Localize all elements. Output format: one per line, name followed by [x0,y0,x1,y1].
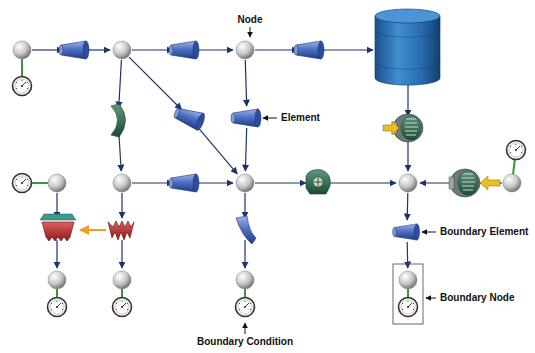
flow-line [244,240,245,268]
flow-line [255,49,298,50]
flow-line [121,240,122,268]
boundary-frame [393,264,423,324]
flow-line [121,193,122,218]
valve-element [40,214,76,241]
gauge-link [31,182,48,184]
flow-line [132,49,173,50]
pressure-gauges [13,77,526,317]
flow-line [328,182,396,183]
pipe-element [294,41,324,59]
flow-line [320,49,373,50]
pipe-element [59,41,89,59]
callout-label: Element [280,112,321,124]
flow-line [196,126,237,174]
flow-line [132,182,173,183]
nozzle-element [236,216,256,244]
boundary-pipe-element [393,224,420,240]
pipe-element [172,104,206,131]
callout-label: Boundary Condition [196,336,294,348]
gauge-link [56,289,58,298]
flow-line [195,49,233,50]
turbine [383,114,423,142]
callout-label: Boundary Element [439,226,529,238]
flow-line [129,57,181,109]
callout-label: Boundary Node [439,292,515,304]
flow-line [407,85,408,116]
flow-line [245,128,246,171]
flow-line [245,60,246,106]
pipe-element [231,109,261,127]
flow-line [407,138,408,171]
flow-line [255,182,306,183]
bellows-element [108,221,134,240]
gauge-link [21,59,23,77]
flow-line [407,193,409,220]
control-link [80,229,106,231]
gauge-link [121,289,123,298]
tank [375,9,440,85]
flow-line [56,240,57,268]
gauge-link [244,289,246,298]
flow-line [32,49,63,50]
pipe-element [169,41,199,59]
turbine [449,169,500,197]
callout-leaders [245,27,436,334]
callout-label: Node [237,14,264,26]
node-spheres [13,41,521,289]
pipe-element [169,174,199,192]
flow-line [119,60,122,108]
flow-line [195,182,233,183]
bend-element [111,104,126,137]
pump [306,170,330,194]
gauge-link [407,289,409,298]
flow-line [244,193,245,218]
gauge-link [513,159,515,174]
